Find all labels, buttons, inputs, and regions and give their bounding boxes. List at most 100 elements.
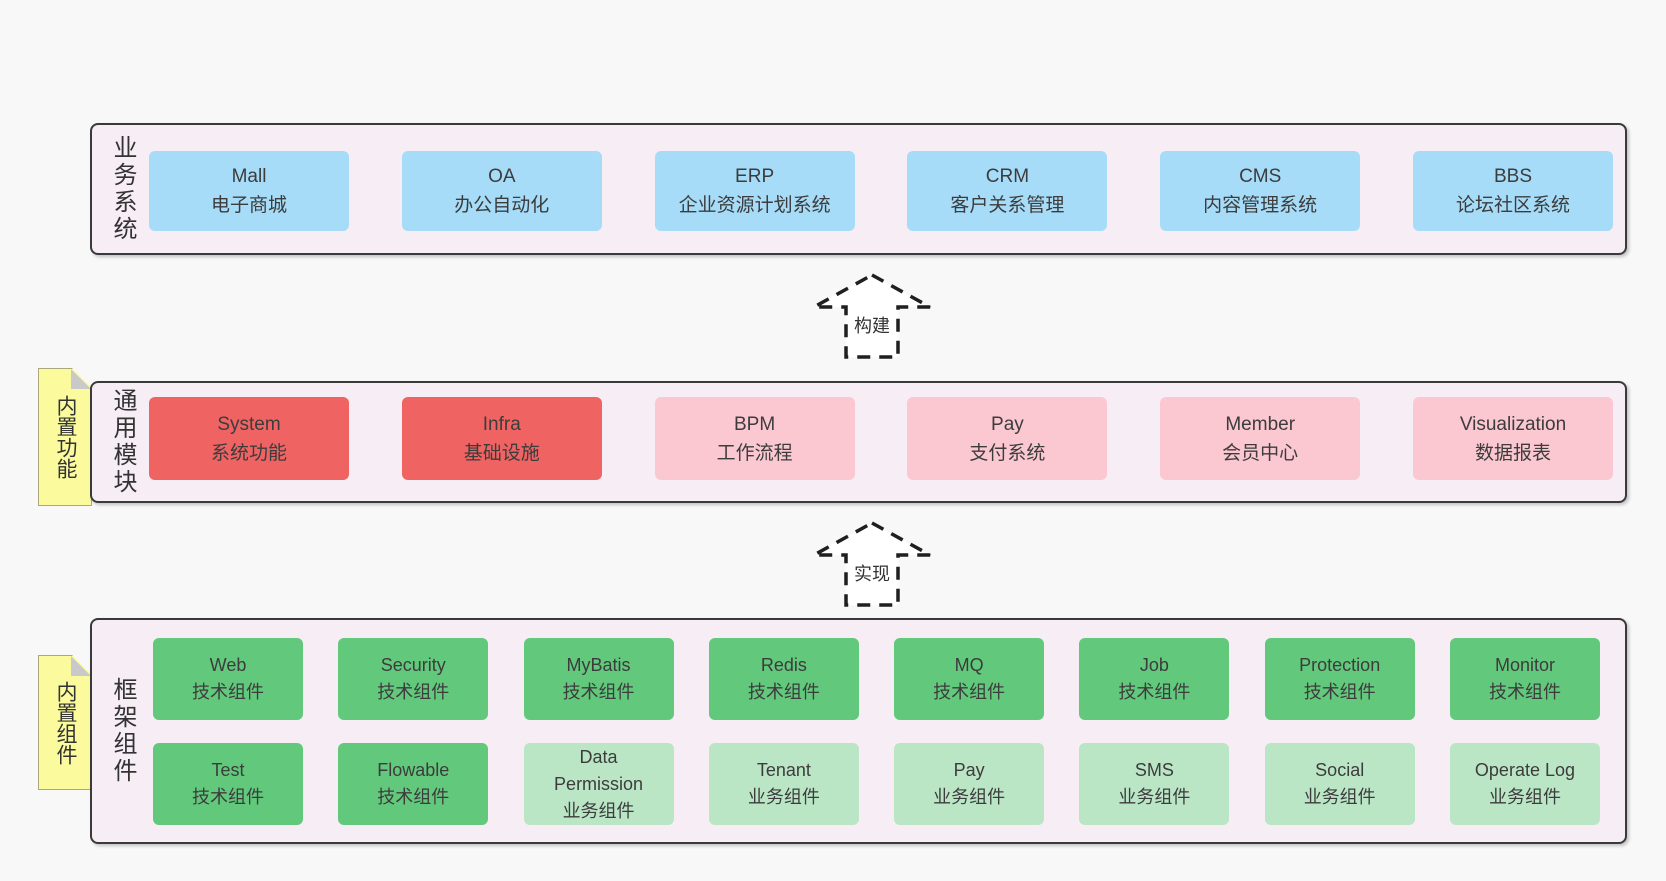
box-title: OA [488, 166, 516, 187]
layer-title-business-systems: 业务系统 [109, 135, 136, 243]
box-subtitle: 数据报表 [1474, 442, 1551, 464]
infra-box: Infra 基础设施 [401, 397, 602, 480]
tenant-box: Tenant 业务组件 [708, 743, 859, 825]
box-title: Visualization [1459, 413, 1567, 435]
sticky-note-builtin-functions: 内置功能 [38, 368, 92, 506]
up-arrow-build: 构建 [802, 272, 942, 360]
box-subtitle: 技术组件 [1488, 682, 1561, 702]
box-subtitle: 支付系统 [969, 442, 1046, 464]
box-subtitle: 业务组件 [1488, 787, 1561, 807]
box-title: CMS [1239, 166, 1282, 187]
box-title: Protection [1299, 655, 1381, 675]
data-permission-box: Data Permission 业务组件 [523, 743, 674, 825]
box-subtitle: 办公自动化 [454, 195, 550, 216]
box-title: Web [209, 655, 247, 675]
crm-box: CRM 客户关系管理 [907, 151, 1108, 231]
box-title: Mall [231, 166, 267, 187]
monitor-box: Monitor 技术组件 [1449, 638, 1600, 720]
visualization-box: Visualization 数据报表 [1412, 397, 1613, 480]
box-title: SMS [1134, 760, 1174, 780]
box-title: Social [1315, 760, 1365, 780]
box-title: System [217, 413, 281, 435]
box-subtitle: 技术组件 [562, 682, 635, 702]
box-title: Security [380, 655, 446, 675]
box-subtitle: 业务组件 [1303, 787, 1376, 807]
layer-title-framework-components: 框架组件 [109, 677, 136, 785]
arrow-label-implement: 实现 [852, 560, 892, 586]
box-subtitle: 基础设施 [463, 442, 540, 464]
box-subtitle: 电子商城 [210, 195, 287, 216]
arrow-label-build: 构建 [852, 312, 892, 338]
layer-common-modules: 通用模块 System 系统功能 Infra 基础设施 BPM 工作流程 Pay 支付系统 Me… [90, 381, 1627, 503]
box-title: Test [211, 760, 245, 780]
box-subtitle: 技术组件 [192, 787, 264, 807]
operate-log-box: Operate Log 业务组件 [1449, 743, 1600, 825]
sticky-note-label: 内置组件 [54, 680, 77, 765]
box-title: ERP [735, 166, 775, 187]
job-box: Job 技术组件 [1079, 638, 1230, 720]
box-title: Tenant [756, 760, 811, 780]
sms-box: SMS 业务组件 [1079, 743, 1230, 825]
up-arrow-implement: 实现 [802, 520, 942, 608]
box-subtitle: 系统功能 [210, 442, 287, 464]
box-subtitle: 业务组件 [562, 800, 635, 821]
box-subtitle: 技术组件 [377, 787, 450, 807]
box-title: Monitor [1494, 655, 1555, 675]
web-box: Web 技术组件 [153, 638, 303, 720]
box-title: BPM [734, 413, 776, 435]
box-title: CRM [985, 166, 1030, 187]
box-subtitle: 内容管理系统 [1203, 195, 1318, 216]
layer-title-common-modules: 通用模块 [109, 388, 136, 496]
redis-box: Redis 技术组件 [708, 638, 859, 720]
business-systems-row: Mall 电子商城 OA 办公自动化 ERP 企业资源计划系统 CRM 客户关系管理 CMS 内容… [149, 151, 1613, 231]
box-subtitle: 技术组件 [747, 682, 820, 702]
box-subtitle: 业务组件 [1118, 787, 1191, 807]
box-subtitle: 业务组件 [933, 787, 1006, 807]
test-box: Test 技术组件 [153, 743, 303, 825]
box-title: Member [1225, 413, 1296, 435]
cms-box: CMS 内容管理系统 [1160, 151, 1361, 231]
box-title: Pay [991, 413, 1024, 435]
pay-box: Pay 支付系统 [907, 397, 1108, 480]
box-title: Redis [760, 655, 807, 675]
common-modules-row: System 系统功能 Infra 基础设施 BPM 工作流程 Pay 支付系统 Member 会… [149, 397, 1613, 480]
mybatis-box: MyBatis 技术组件 [523, 638, 674, 720]
box-subtitle: 技术组件 [933, 682, 1006, 702]
bpm-box: BPM 工作流程 [654, 397, 855, 480]
box-title: MyBatis [566, 655, 631, 675]
mall-box: Mall 电子商城 [149, 151, 349, 231]
box-title: Pay [953, 760, 985, 780]
system-box: System 系统功能 [149, 397, 349, 480]
box-title: Job [1139, 655, 1169, 675]
layer-business-systems: 业务系统 Mall 电子商城 OA 办公自动化 ERP 企业资源计划系统 CRM 客户关系管理… [90, 123, 1627, 255]
box-subtitle: 技术组件 [192, 682, 264, 702]
box-subtitle: 会员中心 [1222, 442, 1299, 464]
box-subtitle: 业务组件 [747, 787, 820, 807]
box-title: MQ [954, 655, 984, 675]
sticky-note-builtin-components: 内置组件 [38, 655, 92, 790]
pay-box: Pay 业务组件 [894, 743, 1045, 825]
box-title: Flowable [377, 760, 450, 780]
oa-box: OA 办公自动化 [401, 151, 602, 231]
box-subtitle: 企业资源计划系统 [678, 195, 831, 216]
box-subtitle: 客户关系管理 [950, 195, 1065, 216]
protection-box: Protection 技术组件 [1264, 638, 1415, 720]
box-subtitle: 技术组件 [1118, 682, 1191, 702]
flowable-box: Flowable 技术组件 [338, 743, 489, 825]
box-title: Infra [482, 413, 521, 435]
box-title: Data Permission [554, 746, 644, 794]
sticky-note-label: 内置功能 [54, 395, 77, 479]
erp-box: ERP 企业资源计划系统 [654, 151, 855, 231]
box-title: Operate Log [1474, 760, 1575, 780]
box-subtitle: 技术组件 [1303, 682, 1376, 702]
box-subtitle: 论坛社区系统 [1455, 195, 1570, 216]
member-box: Member 会员中心 [1160, 397, 1361, 480]
social-box: Social 业务组件 [1264, 743, 1415, 825]
box-subtitle: 工作流程 [716, 442, 793, 464]
